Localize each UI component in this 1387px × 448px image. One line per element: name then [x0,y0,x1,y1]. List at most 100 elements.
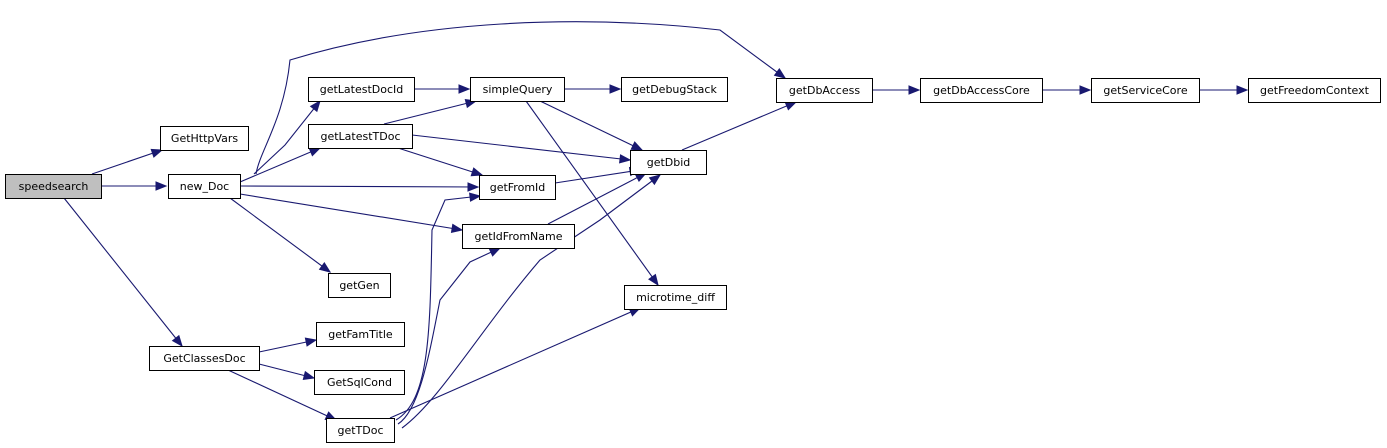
edge-getDbAccess-to-getDbAccessCore [872,85,921,95]
edge-new_Doc-to-getDbAccess [255,21,787,175]
edge-getTDoc-to-getIdFromName [397,247,502,425]
edge-getLatestTDoc-to-getFromId [397,147,484,177]
edge-getFromId-to-getDbid [554,166,642,184]
edge-line [227,369,337,421]
node-getLatestTDoc[interactable]: getLatestTDoc [308,124,413,149]
edge-line [397,247,501,425]
edge-simpleQuery-to-microtime_diff [525,100,659,287]
arrowhead [648,174,662,186]
node-label: GetSqlCond [327,376,392,389]
arrowhead [304,337,318,347]
node-getTDoc[interactable]: getTDoc [326,418,395,443]
node-box [308,77,415,102]
arrowhead [619,154,632,164]
edge-line [239,193,463,231]
arrowhead [784,101,798,111]
node-label: getTDoc [337,424,383,437]
node-getServiceCore[interactable]: getServiceCore [1091,78,1200,103]
node-GetSqlCond[interactable]: GetSqlCond [314,370,405,395]
node-getDebugStack[interactable]: getDebugStack [621,77,728,102]
edge-line [383,100,477,125]
node-speedsearch[interactable]: speedsearch [5,174,102,199]
node-getFamTitle[interactable]: getFamTitle [316,322,405,347]
node-new_Doc[interactable]: new_Doc [168,174,241,199]
node-getFromId[interactable]: getFromId [479,175,556,200]
node-label: getLatestTDoc [320,130,400,143]
node-label: simpleQuery [483,83,553,96]
node-box [621,77,728,102]
node-label: getFamTitle [328,328,393,341]
arrowhead [609,84,622,94]
node-getDbAccess[interactable]: getDbAccess [776,78,873,103]
node-label: getDebugStack [632,83,717,96]
edge-line [253,100,321,175]
edge-getIdFromName-to-getDbid [547,172,648,225]
edge-speedsearch-to-GetHttpVars [91,148,164,175]
node-box [479,175,556,200]
edge-line [255,21,786,175]
node-getGen[interactable]: getGen [328,273,391,298]
edge-line [63,197,183,347]
node-box [308,124,413,149]
edge-new_Doc-to-getLatestDocId [253,99,321,175]
node-box [920,78,1043,103]
edges-layer [63,21,1249,429]
edge-new_Doc-to-getIdFromName [239,193,464,233]
node-label: getFreedomContext [1260,84,1370,97]
node-box [149,346,260,371]
edge-GetClassesDoc-to-getFamTitle [258,337,318,353]
node-box [326,418,395,443]
edge-line [239,147,321,183]
node-label: getDbAccess [789,84,860,97]
node-box [776,78,873,103]
edge-line [91,149,163,175]
node-label: getServiceCore [1103,84,1187,97]
node-microtime_diff[interactable]: microtime_diff [624,285,727,310]
edge-line [389,307,641,419]
node-box [328,273,391,298]
node-box [168,174,241,199]
arrowhead [308,147,322,157]
edge-simpleQuery-to-getDebugStack [564,84,622,94]
node-label: speedsearch [19,180,89,193]
edge-getTDoc-to-getFromId [395,192,482,421]
node-box [316,322,405,347]
edge-line [547,172,647,225]
edge-line [401,174,661,429]
node-getLatestDocId[interactable]: getLatestDocId [308,77,415,102]
node-box [1248,78,1381,103]
edge-new_Doc-to-getGen [229,197,332,273]
arrowhead [648,273,659,287]
arrowhead [150,148,164,158]
node-GetHttpVars[interactable]: GetHttpVars [160,126,249,151]
node-box [630,150,707,175]
edge-line [395,195,481,421]
edge-getTDoc-to-microtime_diff [389,307,642,419]
node-label: getGen [339,279,379,292]
node-getDbid[interactable]: getDbid [630,150,707,175]
arrowhead [469,192,482,202]
edge-GetClassesDoc-to-GetSqlCond [258,363,316,381]
edge-getTDoc-to-getDbid [401,174,662,429]
node-getDbAccessCore[interactable]: getDbAccessCore [920,78,1043,103]
node-label: new_Doc [180,180,229,193]
node-getIdFromName[interactable]: getIdFromName [462,224,575,249]
edge-line [539,100,643,151]
node-label: getLatestDocId [320,83,404,96]
edge-line [239,185,479,188]
node-GetClassesDoc[interactable]: GetClassesDoc [149,346,260,371]
edge-line [411,134,631,161]
arrowhead [773,67,787,79]
arrowhead [488,247,502,257]
node-box [314,370,405,395]
edge-getServiceCore-to-getFreedomContext [1199,85,1249,95]
edge-speedsearch-to-GetClassesDoc [63,197,183,348]
node-simpleQuery[interactable]: simpleQuery [470,77,565,102]
node-getFreedomContext[interactable]: getFreedomContext [1248,78,1381,103]
node-label: getIdFromName [475,230,563,243]
edge-line [554,169,641,184]
node-label: microtime_diff [636,291,715,304]
arrowhead [458,84,471,94]
arrowhead [1236,85,1249,95]
edge-line [525,100,659,286]
